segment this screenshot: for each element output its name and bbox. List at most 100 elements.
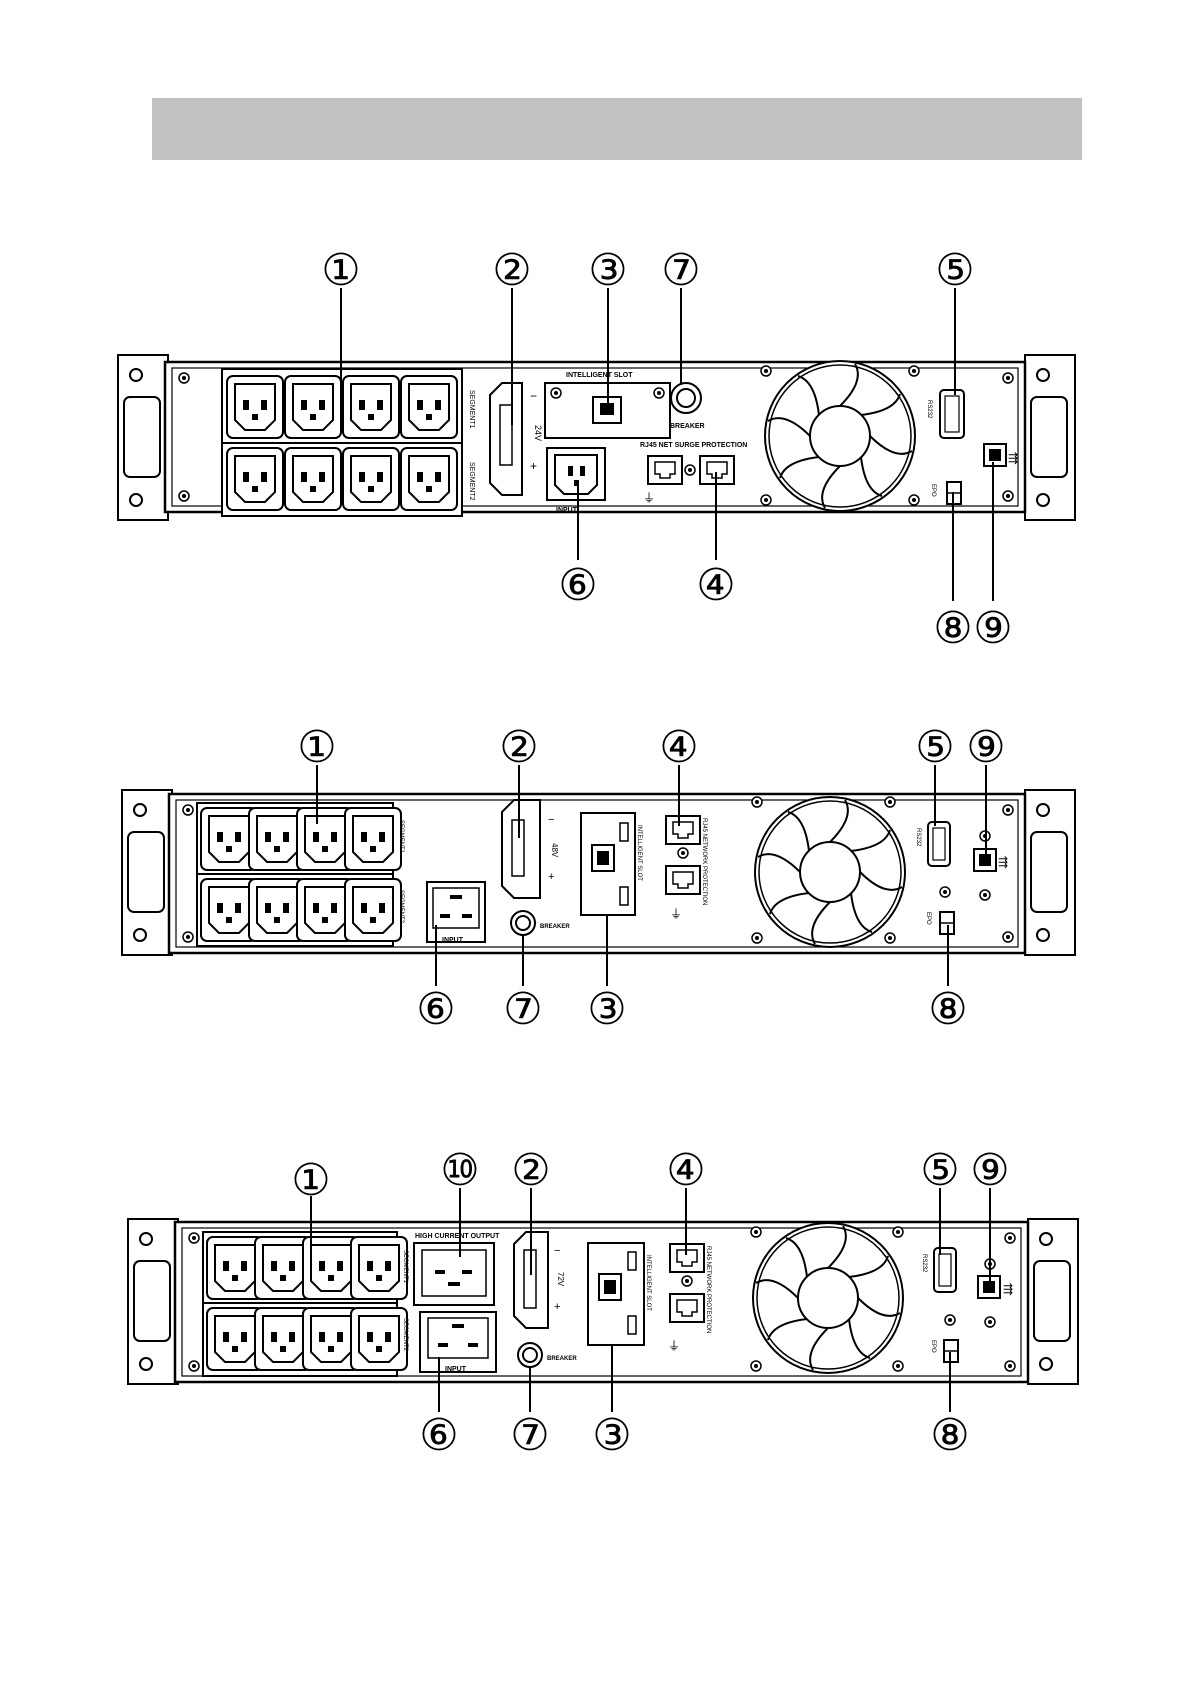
callout-2: ② [492, 246, 531, 295]
breaker-label: BREAKER [540, 924, 570, 930]
usb-icon: ⇶ [1003, 1282, 1013, 1296]
segment1-label: SEGMENT1 [402, 1250, 408, 1284]
rj45-in-port [665, 815, 701, 845]
outlet-segment2-4 [350, 1307, 408, 1371]
input-label: INPUT [442, 937, 464, 944]
breaker-label: BREAKER [670, 423, 705, 430]
segment1-label: SEGMENT1 [398, 820, 404, 854]
epo-label: EPO [930, 1340, 936, 1353]
battery-voltage-label: 48V [550, 843, 559, 858]
cooling-fan [754, 796, 906, 948]
outlet-segment1-1 [226, 375, 284, 439]
outlet-segment2-2 [284, 447, 342, 511]
rs232-label: RS232 [921, 1254, 927, 1273]
callout-9: ⑨ [973, 604, 1012, 653]
ground-symbol-icon: ⏚ [668, 1339, 680, 1353]
cooling-fan [752, 1222, 904, 1374]
callout-4: ④ [666, 1146, 705, 1195]
callout-9: ⑨ [966, 723, 1005, 772]
callout-7: ⑦ [503, 985, 542, 1034]
cooling-fan [764, 360, 916, 512]
callout-8: ⑧ [930, 1411, 969, 1460]
callout-9: ⑨ [970, 1146, 1009, 1195]
rs232-label: RS232 [926, 400, 932, 419]
section-header-bar [152, 98, 1082, 160]
outlet-segment2-4 [400, 447, 458, 511]
battery-voltage-label: 72V [556, 1272, 565, 1287]
breaker-label: BREAKER [547, 1356, 577, 1362]
rack-ear-right [1027, 1218, 1079, 1385]
panel2-callouts: ① ② ④ ⑤ ⑨ ⑥ ⑦ ③ ⑧ [297, 723, 1005, 1034]
outlet-segment1-4 [344, 807, 402, 871]
rj45-in-port [647, 455, 683, 485]
callout-5: ⑤ [915, 723, 954, 772]
outlet-segment2-1 [226, 447, 284, 511]
rack-ear-right [1024, 789, 1076, 956]
battery-plus-label: + [548, 871, 554, 883]
callout-4: ④ [696, 561, 735, 610]
high-current-output-label: HIGH CURRENT OUTPUT [415, 1233, 500, 1240]
segment1-label: SEGMENT1 [468, 390, 475, 429]
battery-minus-label: − [554, 1245, 560, 1257]
outlet-segment1-3 [342, 375, 400, 439]
rack-ear-right [1024, 354, 1076, 521]
rack-ear-left [127, 1218, 179, 1385]
callout-2: ② [499, 723, 538, 772]
outlet-segment2-3 [342, 447, 400, 511]
callout-7: ⑦ [661, 246, 700, 295]
usb-icon: ⇶ [1008, 451, 1018, 465]
outlet-segment1-2 [284, 375, 342, 439]
rs232-label: RS232 [915, 828, 921, 847]
callout-6: ⑥ [558, 561, 597, 610]
battery-plus-label: + [554, 1301, 560, 1313]
battery-minus-label: − [548, 814, 554, 826]
intelligent-slot-label: INTELLIGENT SLOT [566, 372, 633, 379]
callout-3: ③ [592, 1411, 631, 1460]
callout-5: ⑤ [920, 1146, 959, 1195]
callout-3: ③ [588, 246, 627, 295]
ups-rear-panel-2: SEGMENT1 SEGMENT2 INPUT 48V − + BREAKER … [121, 789, 1076, 956]
callout-6: ⑥ [416, 985, 455, 1034]
panel3-callouts: ① ⑩ ② ④ ⑤ ⑨ ⑥ ⑦ ③ ⑧ [291, 1146, 1009, 1460]
input-label: INPUT [445, 1366, 467, 1373]
ground-symbol-icon: ⏚ [643, 491, 655, 505]
callout-1: ① [321, 246, 360, 295]
segment2-label: SEGMENT2 [402, 1318, 408, 1352]
battery-plus-label: + [530, 459, 537, 473]
callout-5: ⑤ [935, 246, 974, 295]
callout-7: ⑦ [510, 1411, 549, 1460]
ground-symbol-icon: ⏚ [670, 907, 682, 921]
outlet-segment1-4 [350, 1236, 408, 1300]
ups-rear-panel-1: SEGMENT1 SEGMENT2 24V − + INTELLIGENT SL… [117, 354, 1076, 521]
network-protection-label: RJ45 NETWORK PROTECTION [701, 818, 707, 905]
callout-3: ③ [587, 985, 626, 1034]
ups-rear-panel-3: SEGMENT1 SEGMENT2 HIGH CURRENT OUTPUT IN… [127, 1218, 1079, 1385]
intelligent-slot-label: INTELLIGENT SLOT [645, 1255, 651, 1311]
segment2-label: SEGMENT2 [468, 462, 475, 501]
rj45-out-port [665, 865, 701, 895]
intelligent-slot-label: INTELLIGENT SLOT [636, 825, 642, 881]
network-protection-label: RJ45 NETWORK PROTECTION [705, 1246, 711, 1333]
callout-1: ① [291, 1156, 330, 1205]
callout-2: ② [511, 1146, 550, 1195]
battery-minus-label: − [530, 389, 537, 403]
callout-8: ⑧ [933, 604, 972, 653]
callout-10: ⑩ [440, 1146, 479, 1195]
callout-4: ④ [659, 723, 698, 772]
epo-label: EPO [930, 484, 936, 497]
usb-icon: ⇶ [998, 855, 1008, 869]
callout-8: ⑧ [928, 985, 967, 1034]
segment2-label: SEGMENT2 [398, 890, 404, 924]
network-protection-label: RJ45 NET SURGE PROTECTION [640, 442, 747, 449]
rj45-out-port [669, 1293, 705, 1323]
battery-voltage-label: 24V [533, 425, 543, 441]
rack-ear-left [121, 789, 173, 956]
rack-ear-left [117, 354, 169, 521]
input-label: INPUT [556, 507, 578, 514]
rs232-port [939, 389, 965, 439]
epo-label: EPO [925, 912, 931, 925]
outlet-segment2-4 [344, 878, 402, 942]
panel1-callouts: ① ② ③ ⑦ ⑤ ⑥ ④ ⑧ ⑨ [321, 246, 1012, 653]
callout-6: ⑥ [419, 1411, 458, 1460]
